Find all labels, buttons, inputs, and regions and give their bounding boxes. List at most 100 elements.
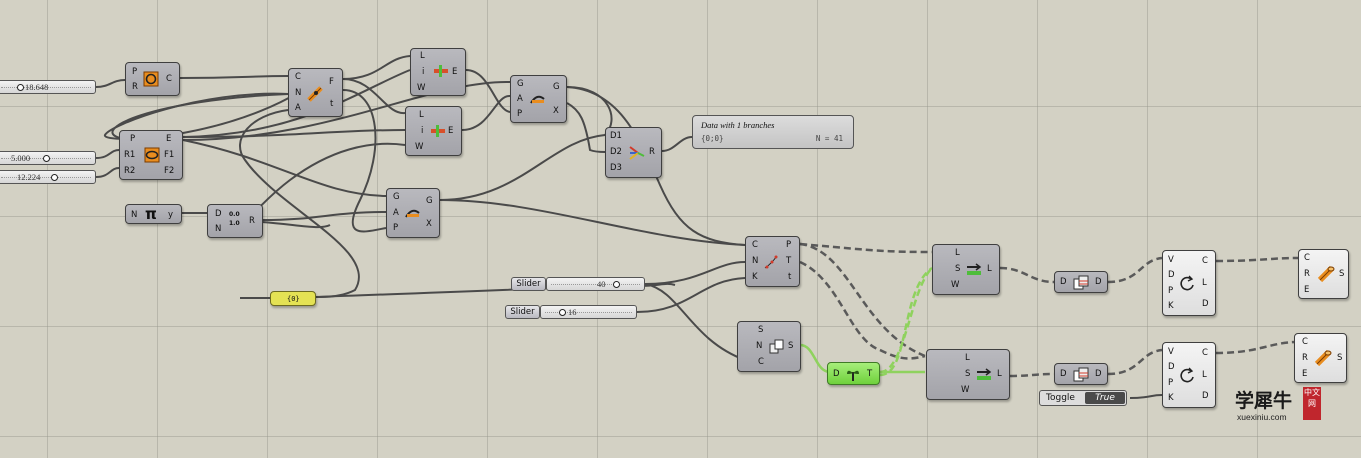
yellow-panel[interactable]: {0} [270,291,316,306]
number-slider[interactable]: 5.000 [0,151,96,165]
panel-title: Data with 1 branches [701,120,775,130]
line-sdl-component[interactable]: L i W E [410,48,466,96]
number-slider[interactable]: 16 [540,305,637,319]
input-N: N [752,256,759,266]
slider-label[interactable]: Slider [511,277,546,291]
loop-component[interactable]: V D P K C L D [1162,250,1216,316]
input-D: D [1060,277,1067,287]
merge-component[interactable]: D1 D2 D3 R [605,127,662,178]
output-y: y [168,210,174,220]
input-K: K [1168,301,1174,311]
pipe-component[interactable]: C R E S [1294,333,1347,383]
input-A: A [393,208,399,218]
wire-tree [1107,256,1163,284]
wire [1129,394,1163,399]
merge-icon [629,146,645,160]
line-sdl-icon [977,368,992,380]
wire [644,261,746,285]
input-G: G [517,79,524,89]
input-A: A [295,103,301,113]
pipe-component[interactable]: C R E S [1298,249,1349,299]
line-sdl-icon [431,125,445,137]
slider-value: 18.648 [25,82,49,92]
input-D3: D3 [610,163,622,173]
flatten-component[interactable]: D D [1054,271,1108,293]
toggle-label: Toggle [1046,393,1075,403]
pipe-icon [1317,265,1335,283]
shift-list-component[interactable]: S N C S [737,321,801,372]
evaluate-curve-component[interactable]: C N A F t [288,68,343,117]
ellipse-component[interactable]: P R1 R2 E F1 F2 [119,130,183,180]
divide-curve-component[interactable]: C N K P T t [745,236,800,287]
input-P: P [132,67,138,77]
wire [439,134,606,201]
output-D: D [1202,299,1209,309]
output-L: L [987,264,992,274]
number-slider[interactable]: 18.648 [0,80,96,94]
input-L: L [955,248,960,258]
output-D: D [1202,391,1209,401]
data-panel[interactable]: Data with 1 branches {0;0} N = 41 [692,115,854,149]
input-D: D [1060,369,1067,379]
number-slider[interactable]: 40 [546,277,645,291]
input-N: N [215,224,222,234]
number-slider[interactable]: 12.224 [0,170,96,184]
output-D: D [1095,277,1102,287]
line-sdl-icon [434,65,448,77]
wire [179,75,289,79]
input-C: C [758,357,764,367]
line-sdl-component[interactable]: L S W L [926,349,1010,400]
watermark: 学犀牛 xuexiniu.com 中文网 [1231,385,1327,424]
sprout-component[interactable]: D T [827,362,880,385]
circle-icon [143,71,159,87]
input-C: C [295,72,301,82]
slider-label[interactable]: Slider [505,305,540,319]
circle-component[interactable]: P R C [125,62,180,96]
output-F1: F1 [164,150,175,160]
input-L: L [420,51,425,61]
input-R1: R1 [124,150,136,160]
range-component[interactable]: D N R 0.0 1.0 [207,204,263,238]
graph-mapper-component[interactable]: G A P G X [386,188,440,238]
output-T: T [867,369,873,379]
input-D: D [1168,270,1175,280]
pi-component[interactable]: N π y [125,204,182,224]
line-sdl-component[interactable]: L S W L [932,244,1000,295]
wire-selected-tree [879,266,933,377]
input-W: W [415,142,424,152]
wire [566,86,746,246]
input-E: E [1304,285,1310,295]
output-P: P [786,240,792,250]
line-sdl-component[interactable]: L i W E [405,106,462,156]
input-E: E [1302,369,1308,379]
loop-component[interactable]: V D P K C L D [1162,342,1216,408]
wire-tree [799,260,926,360]
input-P: P [393,223,399,233]
line-sdl-icon [967,263,982,275]
slider-value: 12.224 [17,172,41,182]
output-S: S [1337,353,1343,363]
wire-tree [1009,372,1055,378]
graph-mapper-component[interactable]: G A P G X [510,75,567,123]
output-G: G [426,196,433,206]
input-i: i [421,126,424,136]
shift-list-icon [769,339,784,354]
input-V: V [1168,347,1174,357]
watermark-logo-text: 学犀牛 [1235,390,1293,412]
output-E: E [166,134,172,144]
loop-icon [1180,367,1194,383]
input-i: i [422,67,425,77]
sprout-icon [847,370,859,381]
slider-value: 5.000 [11,153,31,163]
wire [644,283,746,361]
input-P: P [1168,286,1174,296]
wire-tree [1107,348,1163,376]
input-R: R [1304,269,1310,279]
flatten-component[interactable]: D D [1054,363,1108,385]
output-R: R [249,216,255,226]
output-C: C [166,74,172,84]
boolean-toggle[interactable]: Toggle True [1039,390,1127,406]
toggle-value[interactable]: True [1085,392,1125,404]
range-icon: 0.0 [229,211,240,218]
